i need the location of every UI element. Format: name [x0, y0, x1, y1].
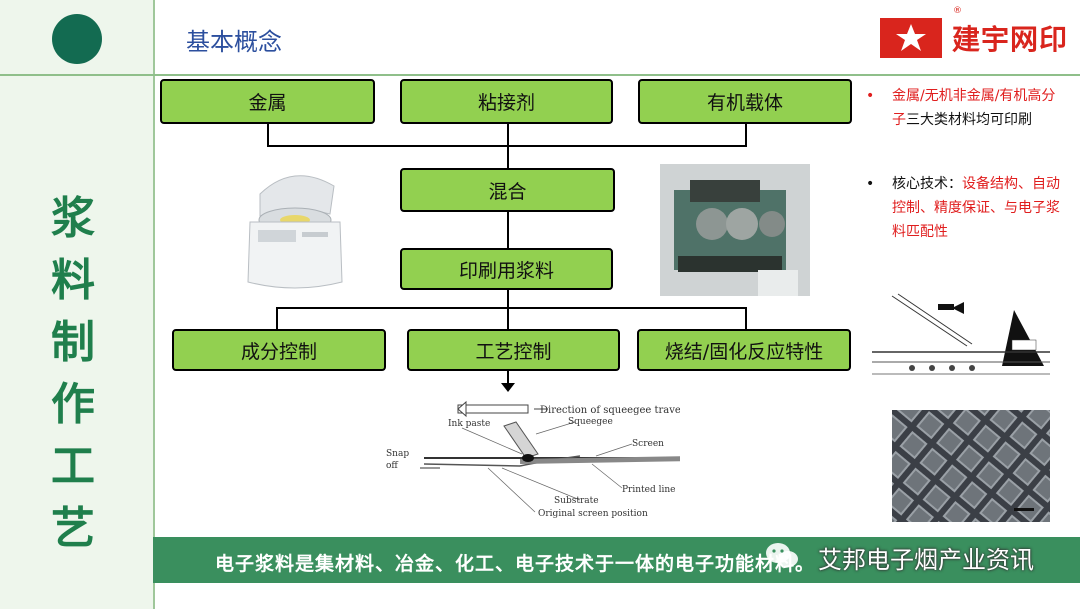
roll-mill-image	[660, 164, 810, 296]
wechat-icon	[764, 541, 800, 571]
box-binder: 粘接剂	[400, 79, 613, 124]
mesh-image	[892, 410, 1050, 522]
connector-line	[507, 290, 509, 308]
title-char: 艺	[48, 498, 98, 560]
box-composition-control: 成分控制	[172, 329, 386, 371]
brand-logo	[880, 18, 942, 58]
squeegee-schematic	[872, 292, 1050, 398]
mixer-image	[238, 164, 348, 294]
note-materials: • 金属/无机非金属/有机高分子三大类材料均可印刷	[866, 84, 1066, 132]
box-organic-vehicle: 有机载体	[638, 79, 852, 124]
box-metal: 金属	[160, 79, 375, 124]
label-snap: Snap	[386, 449, 409, 459]
connector-line	[745, 307, 747, 329]
label-original-screen: Original screen position	[538, 509, 648, 519]
watermark-text: 艾邦电子烟产业资讯	[818, 540, 1034, 575]
title-char: 工	[48, 436, 98, 498]
label-direction: Direction of squeegee travel	[540, 405, 680, 416]
box-sintering-property: 烧结/固化反应特性	[637, 329, 851, 371]
star-icon	[880, 18, 942, 58]
screen-printing-diagram: Direction of squeegee travel Ink paste S…	[370, 396, 680, 526]
note-core-label: 核心技术：	[892, 176, 962, 192]
page-title: 基本概念	[186, 22, 282, 57]
connector-line	[267, 124, 269, 146]
label-printed-line: Printed line	[622, 485, 675, 495]
note-materials-rest: 三大类材料均可印刷	[906, 112, 1032, 128]
header-divider	[0, 74, 1080, 76]
label-substrate: Substrate	[554, 496, 599, 506]
connector-line	[267, 145, 747, 147]
connector-line	[276, 307, 278, 329]
label-off: off	[386, 461, 398, 471]
title-char: 料	[48, 250, 98, 312]
label-screen: Screen	[632, 439, 664, 449]
arrow-down-icon	[501, 383, 515, 393]
connector-line	[507, 307, 509, 329]
bullet-dot: •	[866, 84, 874, 108]
brand-name: 建宇网印	[952, 18, 1068, 58]
title-char: 作	[48, 374, 98, 436]
title-char: 浆	[48, 188, 98, 250]
label-ink-paste: Ink paste	[448, 419, 490, 429]
brand-reg-mark: ®	[953, 6, 962, 16]
box-mix: 混合	[400, 168, 615, 212]
label-squeegee: Squeegee	[568, 417, 613, 427]
connector-line	[507, 212, 509, 248]
vertical-title: 浆 料 制 作 工 艺	[48, 188, 98, 560]
title-char: 制	[48, 312, 98, 374]
summary-text: 电子浆料是集材料、冶金、化工、电子技术于一体的电子功能材料。	[215, 549, 815, 576]
box-printing-paste: 印刷用浆料	[400, 248, 613, 290]
note-core-tech: • 核心技术：设备结构、自动控制、精度保证、与电子浆料匹配性	[866, 172, 1066, 244]
box-process-control: 工艺控制	[407, 329, 620, 371]
connector-line	[276, 307, 746, 309]
bullet-dot: •	[866, 172, 874, 196]
logo-dot	[52, 14, 102, 64]
connector-line	[745, 124, 747, 146]
